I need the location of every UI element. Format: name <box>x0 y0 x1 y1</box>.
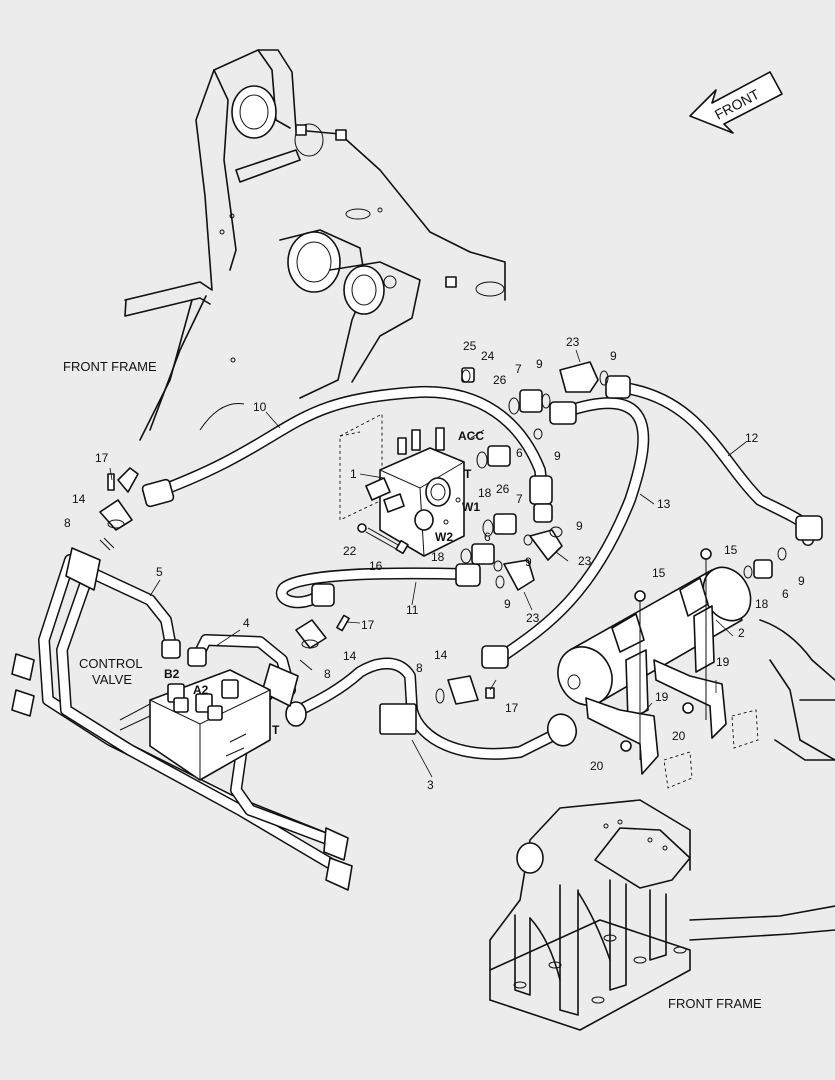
callout-9-g: 9 <box>798 574 805 588</box>
front-frame-label-top: FRONT FRAME <box>63 359 157 374</box>
callout-26-b: 26 <box>496 482 510 496</box>
accumulator <box>557 547 787 721</box>
callout-3: 3 <box>427 778 434 792</box>
control-valve-label-line2: VALVE <box>92 672 132 687</box>
callout-1: 1 <box>350 467 357 481</box>
port-w2-label: W2 <box>435 530 453 544</box>
callout-19-a: 19 <box>655 690 669 704</box>
callout-23-a: 23 <box>566 335 580 349</box>
callout-9-e: 9 <box>525 555 532 569</box>
callout-6-a: 6 <box>516 446 523 460</box>
callout-26-a: 26 <box>493 373 507 387</box>
port-b2-label: B2 <box>164 667 180 681</box>
callout-20-a: 20 <box>590 759 604 773</box>
callout-numbers: 1 2 3 4 5 6 6 6 7 7 8 8 8 9 9 9 9 9 9 9 … <box>64 335 805 792</box>
lower-front-frame <box>489 799 835 1031</box>
callout-15-a: 15 <box>652 566 666 580</box>
callout-6-c: 6 <box>782 587 789 601</box>
callout-6-b: 6 <box>484 530 491 544</box>
port-acc-label: ACC <box>458 429 484 443</box>
steel-tubes <box>11 547 353 891</box>
callout-2: 2 <box>738 626 745 640</box>
right-frame-fragment <box>759 619 835 761</box>
callout-8-c: 8 <box>416 661 423 675</box>
callout-15-b: 15 <box>724 543 738 557</box>
callout-22: 22 <box>343 544 357 558</box>
plug-and-oring <box>461 367 475 383</box>
callout-14-b: 14 <box>343 649 357 663</box>
callout-4: 4 <box>243 616 250 630</box>
tube-3 <box>285 657 578 760</box>
port-w1-label: W1 <box>462 500 480 514</box>
callout-5: 5 <box>156 565 163 579</box>
callout-17-a: 17 <box>95 451 109 465</box>
callout-19-b: 19 <box>716 655 730 669</box>
callout-23-b: 23 <box>578 554 592 568</box>
callout-20-b: 20 <box>672 729 686 743</box>
callout-18-b: 18 <box>431 550 445 564</box>
callout-14-c: 14 <box>434 648 448 662</box>
callout-23-c: 23 <box>526 611 540 625</box>
callout-11: 11 <box>406 603 419 617</box>
callout-13: 13 <box>657 497 671 511</box>
callout-24: 24 <box>481 349 495 363</box>
callout-9-f: 9 <box>504 597 511 611</box>
callout-14-a: 14 <box>72 492 86 506</box>
block-adapters <box>460 361 609 591</box>
callout-9-b: 9 <box>610 349 617 363</box>
bolt-and-nut <box>357 523 409 555</box>
control-valve <box>119 669 271 781</box>
callout-18-c: 18 <box>755 597 769 611</box>
hoses <box>146 382 816 664</box>
callout-16: 16 <box>369 559 383 573</box>
callout-8-a: 8 <box>64 516 71 530</box>
hose-fittings <box>117 375 823 669</box>
front-frame-label-bottom: FRONT FRAME <box>668 996 762 1011</box>
text-labels: FRONT FRAME FRONT FRAME CONTROL VALVE <box>63 359 762 1011</box>
callout-9-d: 9 <box>576 519 583 533</box>
callout-17-b: 17 <box>361 618 375 632</box>
mounting-brackets <box>585 560 759 789</box>
port-labels: ACC T W1 W2 B2 A2 T <box>164 429 484 737</box>
callout-10: 10 <box>253 400 267 414</box>
callout-7-a: 7 <box>515 362 522 376</box>
callout-25: 25 <box>463 339 477 353</box>
callout-9-c: 9 <box>554 449 561 463</box>
valve-block <box>339 413 465 557</box>
control-valve-label-line1: CONTROL <box>79 656 143 671</box>
clamps-and-bolts <box>99 473 350 671</box>
callout-18-a: 18 <box>478 486 492 500</box>
callout-7-b: 7 <box>516 492 523 506</box>
callout-8-b: 8 <box>324 667 331 681</box>
callout-12: 12 <box>745 431 759 445</box>
port-t-block-label: T <box>464 467 472 481</box>
front-direction-arrow: FRONT <box>689 71 783 134</box>
leader-lines <box>109 349 747 778</box>
callout-17-c: 17 <box>505 701 519 715</box>
upper-front-frame <box>124 49 506 441</box>
port-a2-label: A2 <box>193 683 209 697</box>
port-t-valve-label: T <box>272 723 280 737</box>
callout-9-a: 9 <box>536 357 543 371</box>
